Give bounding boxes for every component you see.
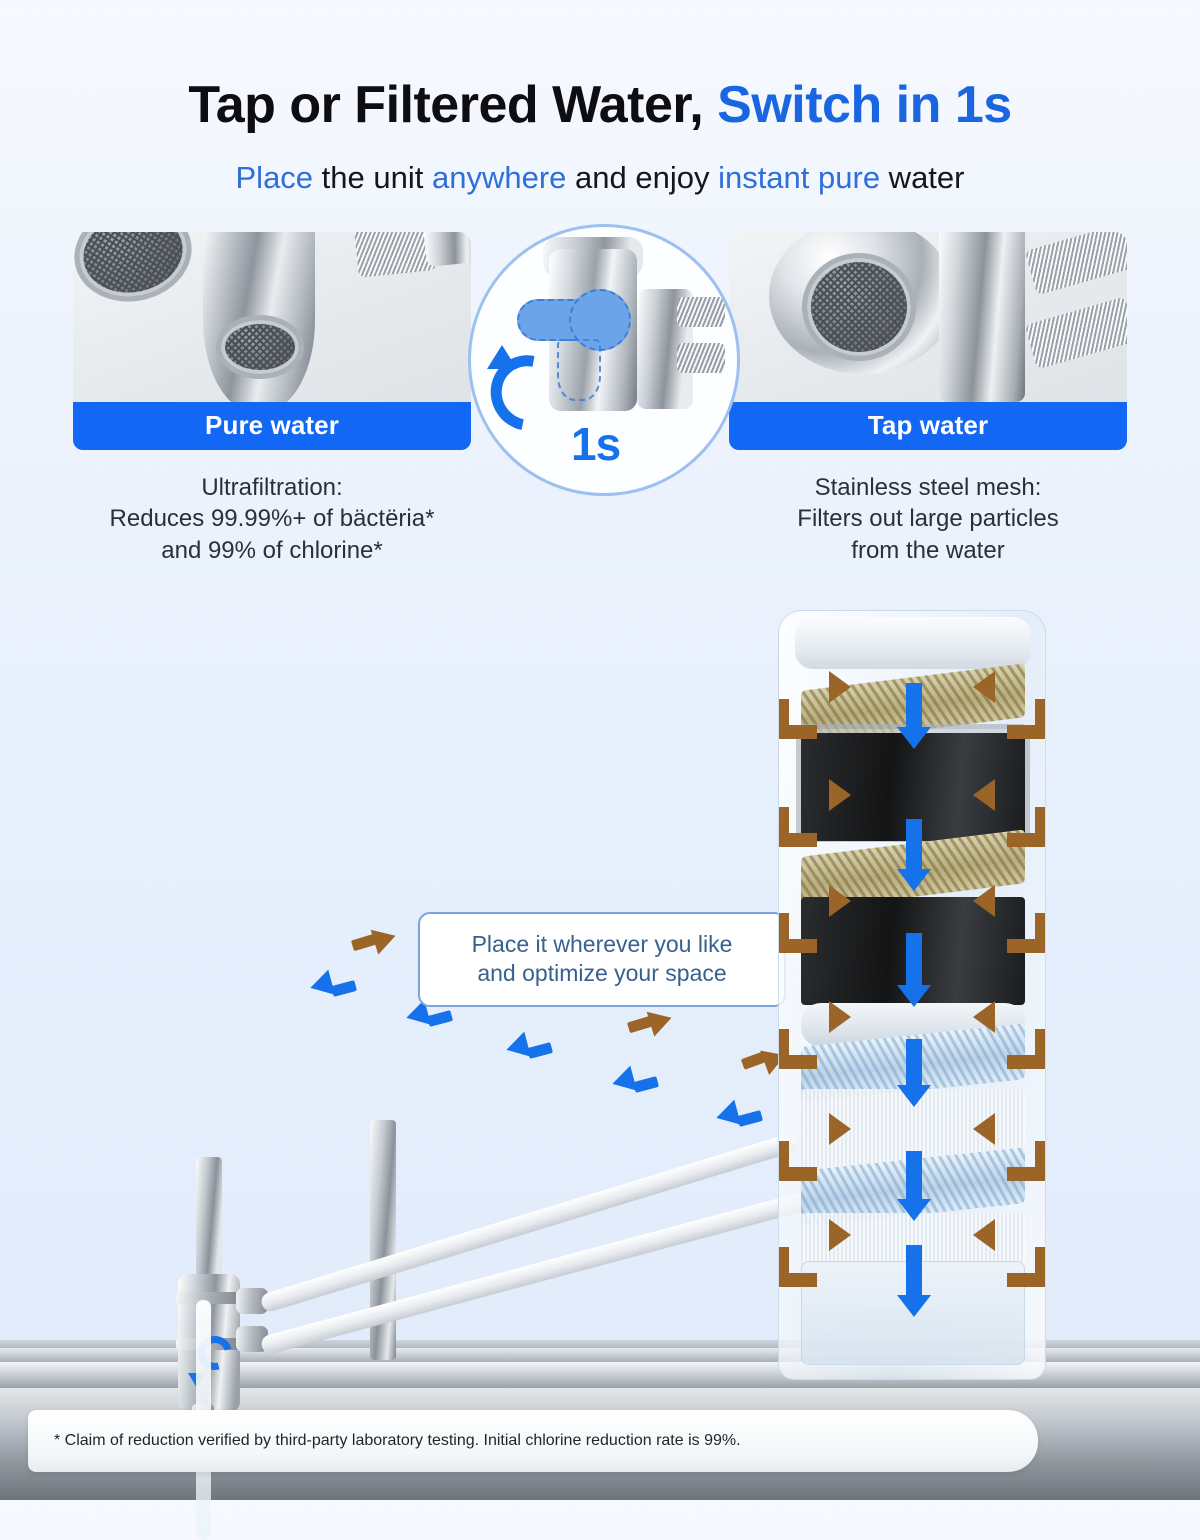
tap-water-description: Stainless steel mesh: Filters out large …: [729, 472, 1127, 567]
flow-arrow-to-filter-head: [370, 923, 400, 955]
page-subtitle: Place the unit anywhere and enjoy instan…: [0, 159, 1200, 196]
faucet-aerator-icon: [221, 319, 299, 374]
pure-water-desc-line-1: Ultrafiltration:: [201, 473, 343, 501]
downflow-arrow-icon: [897, 1039, 931, 1107]
valve-port-icon: [677, 296, 725, 327]
pure-water-desc-line-3: and 99% of chlorine*: [161, 537, 383, 565]
inflow-arrow-icon: [973, 1113, 1045, 1181]
headline-primary: Tap or Filtered Water,: [188, 76, 718, 134]
subtitle-token-4: instant pure: [718, 159, 881, 195]
placement-callout: Place it wherever you like and optimize …: [418, 912, 786, 1007]
tap-water-desc-line-2: Filters out large particles: [797, 505, 1059, 533]
flow-arrow-to-faucet: [426, 1010, 454, 1027]
page-title: Tap or Filtered Water, Switch in 1s: [0, 0, 1200, 133]
inflow-arrow-icon: [973, 779, 1045, 847]
subtitle-token-0: Place: [235, 159, 314, 195]
switch-time-label: 1s: [571, 417, 621, 470]
callout-line-2: and optimize your space: [477, 960, 727, 987]
diverter-valve-diagram: 1s: [468, 223, 740, 496]
subtitle-token-1: the unit: [313, 159, 432, 195]
disclaimer-text: * Claim of reduction verified by third-p…: [54, 1432, 741, 1449]
tap-water-desc-line-1: Stainless steel mesh:: [814, 473, 1042, 501]
adapter-barrel-icon: [423, 231, 471, 267]
pure-water-desc-line-2: Reduces 99.99%+ of bäctëria*: [109, 505, 435, 533]
filter-cartridge-cutaway: [778, 610, 1046, 1380]
pure-water-label: Pure water: [73, 401, 471, 450]
downflow-arrow-icon: [897, 1245, 931, 1317]
headline-accent: Switch in 1s: [717, 76, 1012, 134]
flow-arrow-to-filter-head: [646, 1005, 676, 1037]
faucet-left-leg: [196, 1157, 222, 1285]
product-scene: Place it wherever you like and optimize …: [0, 600, 1200, 1540]
adapter-barrel-icon: [939, 231, 1025, 402]
subtitle-token-3: and enjoy: [566, 159, 719, 195]
flow-arrow-to-faucet-head: [503, 1031, 531, 1063]
knurled-nut-icon: [1024, 296, 1127, 370]
tap-water-desc-line-3: from the water: [851, 537, 1005, 565]
flow-arrow-to-faucet: [632, 1076, 660, 1093]
tap-water-card: Tap water Stainless steel mesh: Filters …: [729, 231, 1127, 567]
cartridge-cap: [795, 617, 1031, 669]
knurled-nut-icon: [1024, 231, 1127, 296]
faucet-mesh-icon: [73, 231, 195, 307]
inflow-arrow-icon: [779, 671, 851, 739]
inflow-arrow-icon: [973, 885, 1045, 953]
downflow-arrow-icon: [897, 1151, 931, 1221]
inflow-arrow-icon: [779, 1219, 851, 1287]
faucet-arc: [196, 958, 396, 1170]
valve-lever-ghost-icon: [557, 338, 601, 401]
inflow-arrow-icon: [779, 1001, 851, 1069]
inflow-arrow-icon: [973, 1001, 1045, 1069]
downflow-arrow-icon: [897, 819, 931, 891]
faucet-head-ring: [176, 1292, 242, 1304]
subtitle-token-2: anywhere: [431, 159, 567, 195]
flow-arrow-to-faucet-head: [609, 1065, 637, 1097]
downflow-arrow-icon: [897, 683, 931, 749]
callout-line-1: Place it wherever you like: [471, 931, 733, 957]
steel-mesh-icon: [807, 257, 911, 356]
tap-water-label: Tap water: [729, 401, 1127, 450]
inflow-arrow-icon: [779, 1113, 851, 1181]
valve-lever-knob-icon: [569, 288, 631, 351]
disclaimer-banner: * Claim of reduction verified by third-p…: [28, 1410, 1038, 1472]
inflow-arrow-icon: [779, 779, 851, 847]
tap-water-photo: [729, 231, 1127, 402]
flow-arrow-to-faucet: [736, 1110, 764, 1127]
flow-arrow-to-faucet-head: [713, 1099, 741, 1131]
inflow-arrow-icon: [973, 1219, 1045, 1287]
inflow-arrow-icon: [973, 671, 1045, 739]
valve-port-icon: [677, 342, 725, 373]
subtitle-token-5: water: [880, 159, 965, 195]
faucet-spout-icon: [203, 231, 315, 402]
comparison-row: Pure water Ultrafiltration: Reduces 99.9…: [0, 223, 1200, 572]
flow-arrow-to-faucet: [526, 1042, 554, 1059]
inflow-arrow-icon: [779, 885, 851, 953]
rotate-arrow-head-icon: [487, 344, 517, 369]
pure-water-description: Ultrafiltration: Reduces 99.99%+ of bäct…: [73, 472, 471, 567]
pure-water-card: Pure water Ultrafiltration: Reduces 99.9…: [73, 231, 471, 567]
downflow-arrow-icon: [897, 933, 931, 1007]
pure-water-photo: [73, 231, 471, 402]
